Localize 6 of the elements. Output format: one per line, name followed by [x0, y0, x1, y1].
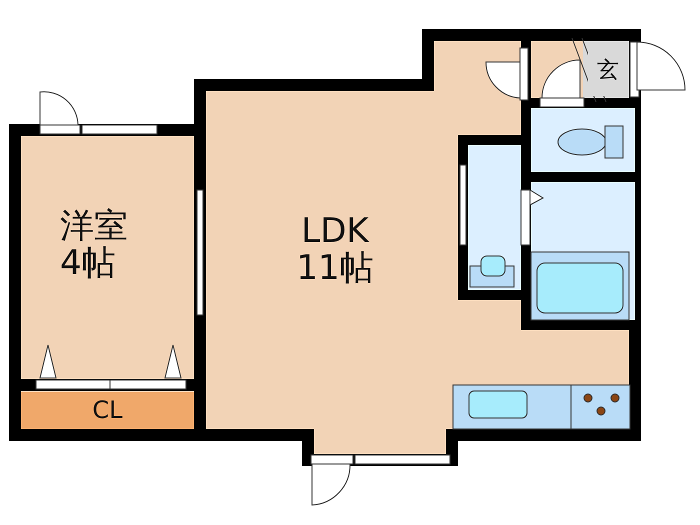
- room-label: CL: [92, 397, 123, 424]
- room-name: LDK: [301, 212, 369, 250]
- room-size: 4帖: [60, 245, 116, 282]
- room-size: 11帖: [296, 250, 374, 288]
- room-label: 玄: [597, 58, 619, 84]
- room-name: 洋室: [60, 208, 128, 245]
